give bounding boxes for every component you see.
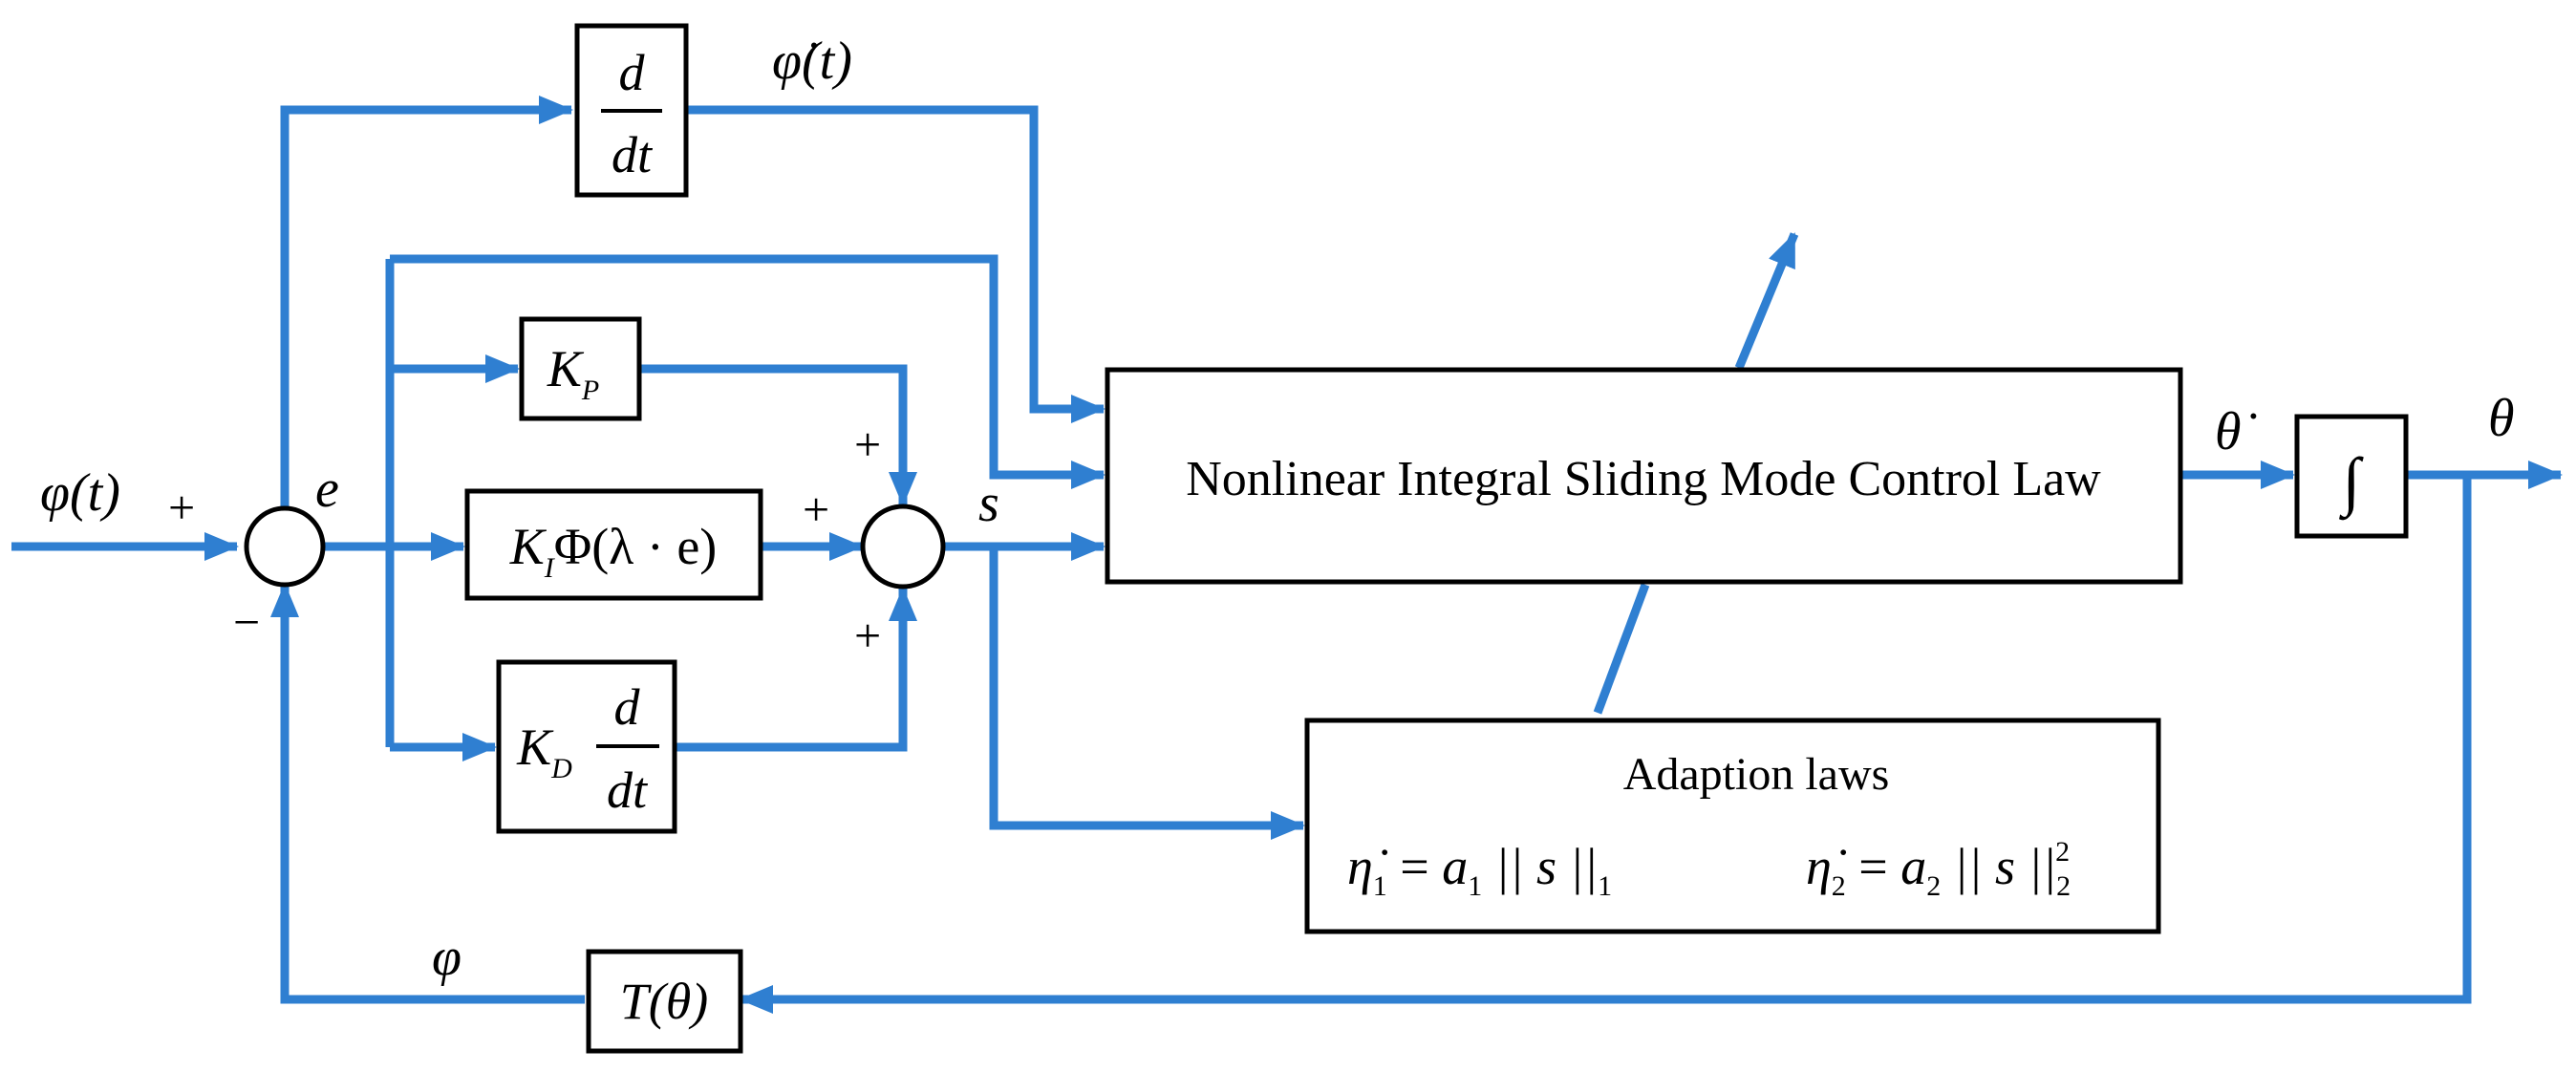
kd-to-sum-wire bbox=[675, 587, 917, 752]
feedback-wire bbox=[739, 475, 2472, 1014]
integrator-symbol: ∫ bbox=[2339, 444, 2365, 521]
eta2-sub: 2 bbox=[1832, 870, 1846, 902]
adaptive-indicator-arrow bbox=[1734, 232, 1799, 370]
ki-plus-sign: + bbox=[803, 482, 829, 536]
kd-plus-sign: + bbox=[854, 609, 881, 662]
transform-to-sum-wire bbox=[270, 583, 585, 1004]
kd-block: KD d dt bbox=[496, 659, 677, 834]
eta1-eq: = bbox=[1387, 838, 1442, 895]
eta1-sub: 1 bbox=[1373, 870, 1387, 902]
input-signal-label: φ(t) bbox=[40, 463, 120, 523]
svg-text:KIΦ(λ · e): KIΦ(λ · e) bbox=[509, 518, 718, 584]
theta-signal-label: θ bbox=[2488, 389, 2515, 448]
feedback-signal-label: φ bbox=[432, 928, 462, 987]
ki-k: K bbox=[509, 518, 547, 575]
kp-k: K bbox=[547, 340, 585, 397]
phi-dot-wire bbox=[686, 105, 1106, 423]
eta2-a: a bbox=[1900, 838, 1926, 895]
eta2-eq: = bbox=[1846, 838, 1900, 895]
kp-to-sum-wire bbox=[639, 364, 917, 506]
kp-block: KP bbox=[519, 316, 642, 421]
ki-block: KIΦ(λ · e) bbox=[464, 488, 763, 601]
signal-wires bbox=[11, 96, 2563, 1014]
svg-text:η̇1 = a1 || s ||1: η̇1 = a1 || s ||1 bbox=[1347, 838, 1612, 902]
kp-sub: P bbox=[581, 375, 599, 406]
error-signal-label: e bbox=[315, 460, 339, 519]
eta1-norm-sub: 1 bbox=[1598, 870, 1612, 902]
error-summing-junction bbox=[244, 505, 326, 588]
input-plus-sign: + bbox=[168, 481, 195, 534]
feedback-minus-sign: − bbox=[233, 595, 260, 649]
kp-plus-sign: + bbox=[854, 418, 881, 471]
adaption-laws-block: Adaption laws η̇1 = a1 || s ||1 η̇2 = a2… bbox=[1304, 718, 2161, 934]
derivative-num: d bbox=[619, 44, 646, 101]
svg-text:KP: KP bbox=[547, 340, 599, 406]
phi-dot-signal-label: φ̇(t) bbox=[772, 32, 852, 91]
sliding-signal-label: s bbox=[978, 474, 999, 533]
eta2-a-sub: 2 bbox=[1926, 870, 1941, 902]
eta1-norm: || s || bbox=[1482, 838, 1598, 895]
kd-k: K bbox=[516, 718, 554, 776]
adaption-title: Adaption laws bbox=[1623, 749, 1890, 800]
ki-sub: I bbox=[544, 552, 556, 584]
sliding-summing-junction bbox=[860, 504, 946, 590]
ki-rest: Φ(λ · e) bbox=[554, 518, 718, 575]
error-to-law-wire bbox=[390, 254, 1106, 489]
svg-text:KD: KD bbox=[516, 718, 572, 784]
control-law-label: Nonlinear Integral Sliding Mode Control … bbox=[1186, 452, 2101, 506]
theta-dot-signal-label: θ̇ bbox=[2215, 402, 2257, 461]
transform-label: T(θ) bbox=[620, 973, 709, 1030]
derivative-block: d dt bbox=[574, 23, 689, 198]
transform-block: T(θ) bbox=[586, 949, 743, 1054]
kd-sub: D bbox=[550, 753, 572, 784]
sliding-to-adaption-wire bbox=[989, 547, 1305, 840]
derivative-den: dt bbox=[612, 126, 654, 183]
eta2-norm: || s || bbox=[1941, 838, 2056, 895]
eta2-norm-sub: 2 bbox=[2056, 870, 2071, 902]
eta2-norm-sup: 2 bbox=[2055, 836, 2070, 868]
derivative-branch-wire bbox=[280, 96, 573, 510]
adaption-to-law-wire bbox=[1593, 583, 1650, 715]
eta1-a-sub: 1 bbox=[1468, 870, 1482, 902]
control-law-block: Nonlinear Integral Sliding Mode Control … bbox=[1105, 367, 2183, 585]
svg-text:η̇2 = a2 || s ||22: η̇2 = a2 || s ||22 bbox=[1806, 836, 2071, 902]
kd-num: d bbox=[614, 678, 641, 736]
integrator-block: ∫ bbox=[2294, 414, 2409, 539]
eta1-a: a bbox=[1442, 838, 1468, 895]
kd-den: dt bbox=[607, 761, 649, 819]
